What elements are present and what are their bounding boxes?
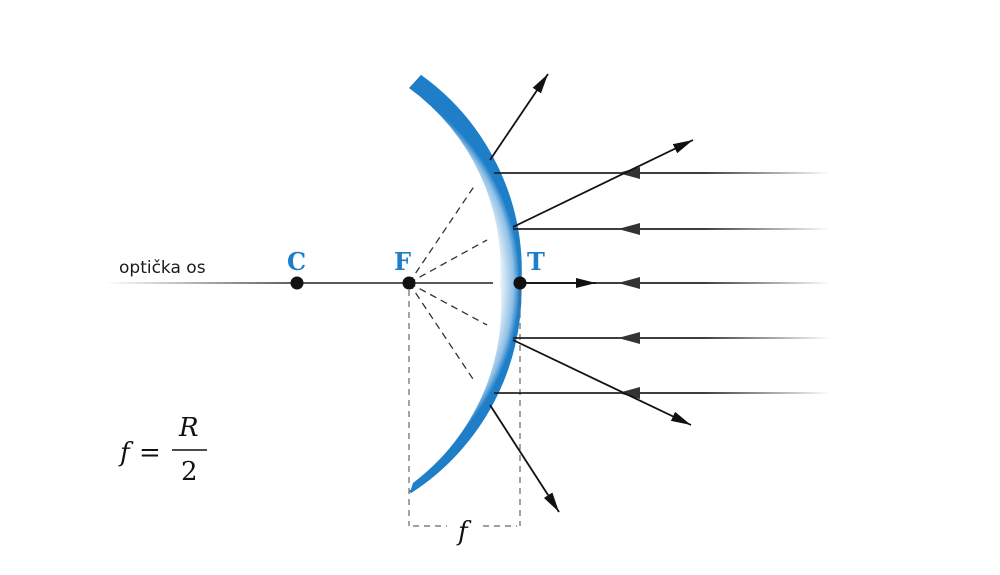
- optical-axis-label: optička os: [119, 258, 206, 278]
- incoming-ray-arrows: [618, 167, 640, 399]
- focus-point-f: [402, 276, 416, 290]
- vertex-point-t: [513, 276, 527, 290]
- svg-text:R: R: [178, 413, 199, 443]
- focal-length-formula: f = R 2: [118, 413, 207, 487]
- virtual-ray-extensions: [408, 184, 488, 383]
- reflected-rays: [489, 73, 694, 513]
- svg-text:2: 2: [181, 457, 198, 487]
- focus-label: F: [394, 247, 411, 276]
- svg-text:f: f: [118, 438, 134, 468]
- convex-mirror: [409, 76, 521, 492]
- focal-length-guides: [408, 290, 521, 527]
- center-point-c: [290, 276, 304, 290]
- vertex-label: T: [527, 247, 545, 276]
- focal-length-label: f: [456, 517, 472, 547]
- center-label: C: [287, 247, 306, 276]
- svg-text:=: =: [139, 438, 161, 468]
